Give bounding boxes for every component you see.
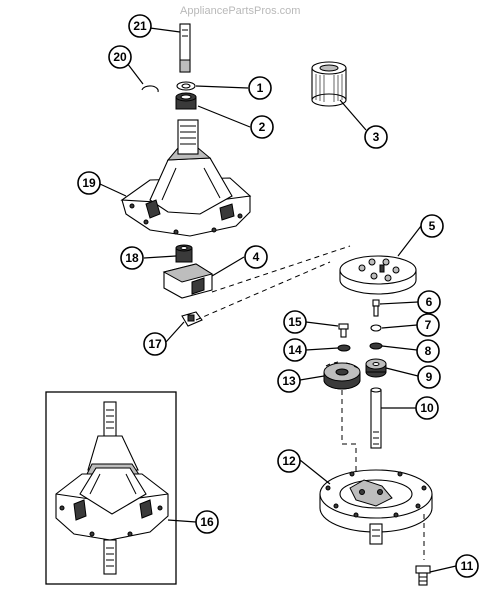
- callout-3-label: 3: [373, 130, 380, 144]
- part-screw-small: [338, 323, 349, 338]
- callout-2-label: 2: [259, 120, 266, 134]
- part-retaining-ring: [141, 85, 159, 93]
- alignment-line-upper: [211, 245, 351, 293]
- part-bolt: [415, 565, 431, 586]
- part-small-washer-left: [337, 344, 351, 352]
- part-pinion-gear: [175, 244, 193, 263]
- part-clip: [181, 311, 203, 327]
- part-complete-transmission: [55, 401, 169, 575]
- callout-14: 14: [283, 338, 307, 362]
- callout-18-label: 18: [125, 251, 139, 265]
- leader-lines: [99, 27, 457, 573]
- inset-frame: [45, 391, 177, 585]
- callout-12-label: 12: [282, 454, 296, 468]
- callout-4-label: 4: [253, 250, 260, 264]
- callout-8-label: 8: [425, 344, 432, 358]
- callout-10: 10: [415, 396, 439, 420]
- alignment-line-gear: [341, 390, 357, 476]
- callout-4: 4: [244, 245, 268, 269]
- callout-3: 3: [364, 125, 388, 149]
- callout-17-label: 17: [148, 337, 162, 351]
- callout-7: 7: [416, 313, 440, 337]
- part-transmission-housing: [120, 119, 252, 237]
- part-shifter-block: [162, 263, 214, 299]
- callout-1: 1: [248, 76, 272, 100]
- part-input-shaft: [179, 23, 191, 73]
- callout-9: 9: [417, 365, 441, 389]
- callout-19: 19: [77, 171, 101, 195]
- part-output-shaft: [370, 387, 382, 449]
- callout-6-label: 6: [426, 295, 433, 309]
- alignment-line-lower: [195, 261, 331, 321]
- callout-21-label: 21: [133, 19, 147, 33]
- part-large-gear: [323, 361, 361, 390]
- callout-20: 20: [108, 45, 132, 69]
- callout-5-label: 5: [429, 219, 436, 233]
- callout-15: 15: [283, 310, 307, 334]
- part-base-plate: [319, 469, 433, 545]
- callout-12: 12: [277, 449, 301, 473]
- callout-1-label: 1: [257, 81, 264, 95]
- part-bearing: [175, 92, 197, 110]
- callout-19-label: 19: [82, 176, 96, 190]
- callout-5: 5: [420, 214, 444, 238]
- callout-2: 2: [250, 115, 274, 139]
- part-pulley-plate: [339, 255, 417, 295]
- callout-13-label: 13: [282, 374, 296, 388]
- callout-10-label: 10: [420, 401, 434, 415]
- part-washer-right-lower: [369, 342, 383, 350]
- callout-11-label: 11: [461, 559, 474, 573]
- callout-9-label: 9: [426, 370, 433, 384]
- callout-21: 21: [128, 14, 152, 38]
- part-small-gear: [365, 358, 387, 378]
- callout-13: 13: [277, 369, 301, 393]
- callout-17: 17: [143, 332, 167, 356]
- callout-7-label: 7: [425, 318, 432, 332]
- part-filter-cartridge: [311, 61, 347, 107]
- part-washer-right-upper: [370, 324, 382, 332]
- part-pin: [372, 299, 380, 317]
- callout-15-label: 15: [288, 315, 302, 329]
- callout-14-label: 14: [288, 343, 302, 357]
- callout-16: 16: [195, 510, 219, 534]
- watermark-text: AppliancePartsPros.com: [180, 5, 300, 17]
- callout-8: 8: [416, 339, 440, 363]
- callout-11: 11: [455, 554, 479, 578]
- callout-16-label: 16: [200, 515, 214, 529]
- callout-6: 6: [417, 290, 441, 314]
- callout-18: 18: [120, 246, 144, 270]
- callout-20-label: 20: [113, 50, 127, 64]
